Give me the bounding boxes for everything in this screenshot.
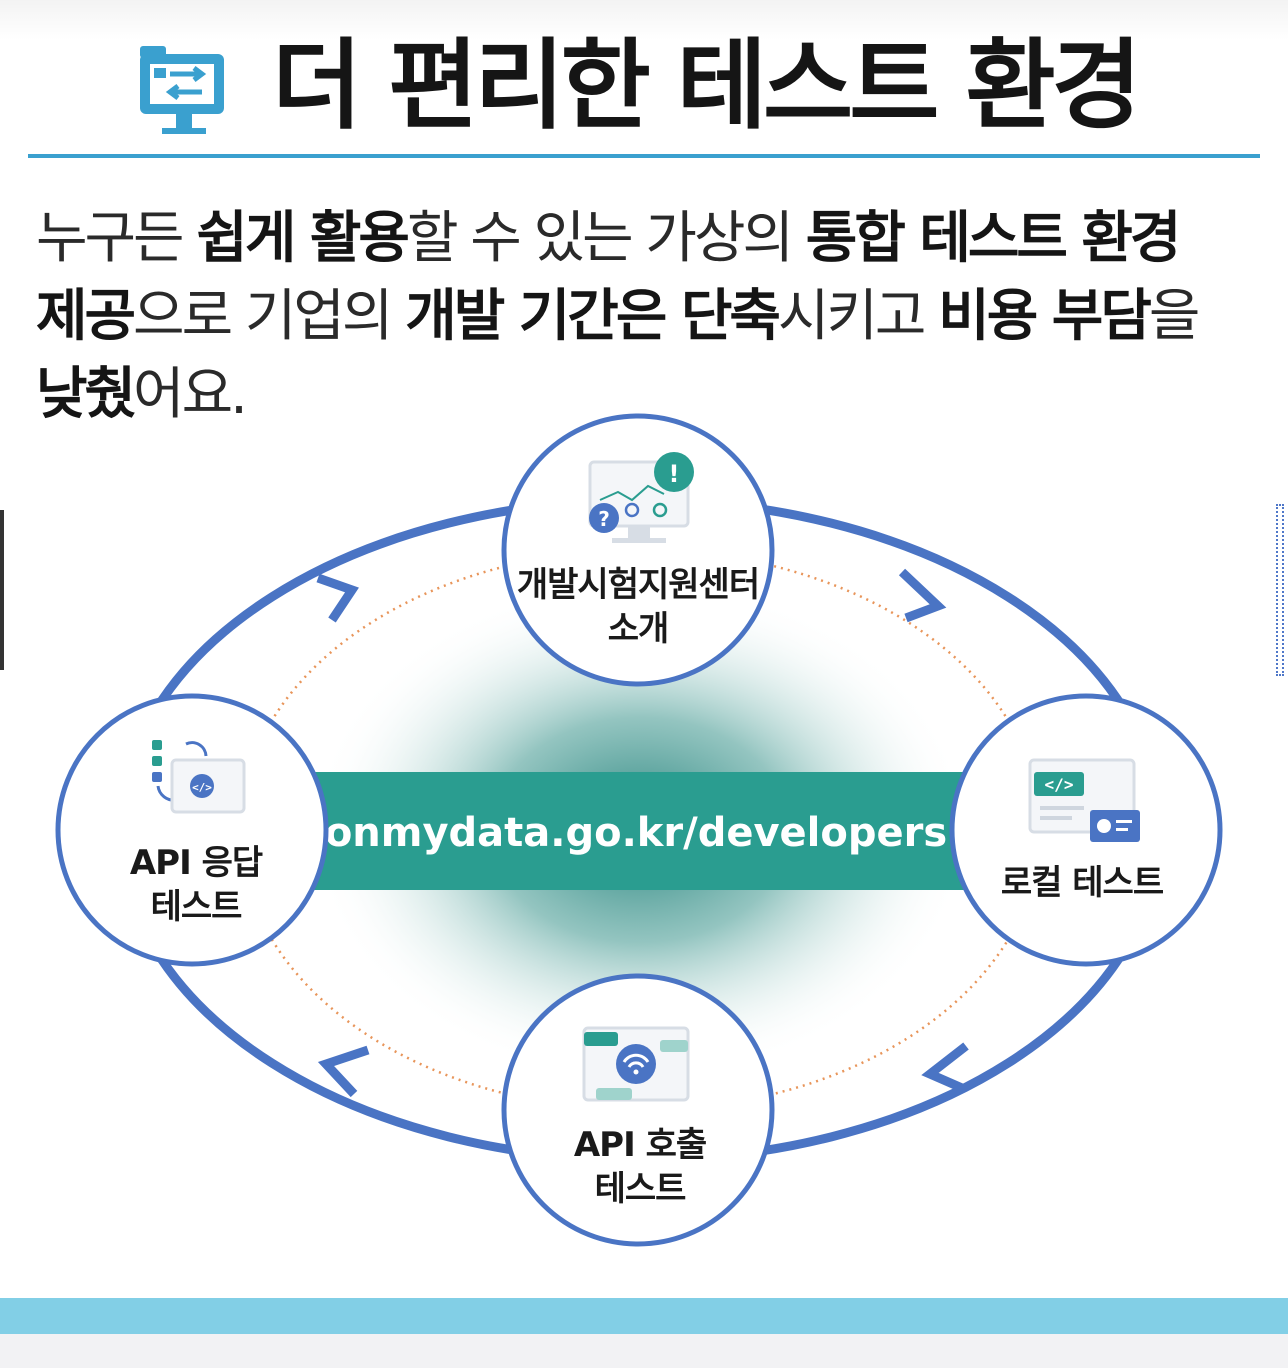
developer-url: onmydata.go.kr/developers — [325, 810, 947, 856]
scroll-edge-marker — [0, 510, 4, 670]
node-left-label-1: API 응답 — [130, 843, 263, 883]
node-bottom-label-1: API 호출 — [574, 1125, 706, 1165]
cycle-arrow-icon — [326, 1050, 368, 1094]
footer-band — [0, 1298, 1288, 1334]
svg-text:</>: </> — [192, 781, 212, 794]
selection-handle[interactable] — [1276, 504, 1284, 676]
node-right: </> 로컬 테스트 — [952, 696, 1220, 964]
node-top: ! ? 개발시험지원센터 소개 — [504, 416, 772, 684]
cycle-arrow-icon — [318, 578, 352, 620]
svg-text:?: ? — [598, 507, 610, 531]
node-bottom-label-2: 테스트 — [595, 1169, 687, 1209]
node-bottom: API 호출 테스트 — [504, 976, 772, 1244]
node-top-label-1: 개발시험지원센터 — [517, 565, 759, 605]
node-right-label: 로컬 테스트 — [1001, 863, 1164, 903]
node-left-label-2: 테스트 — [151, 887, 243, 927]
node-left: </> API 응답 테스트 — [58, 696, 326, 964]
cycle-arrow-icon — [902, 572, 938, 618]
cycle-arrow-icon — [930, 1046, 966, 1088]
svg-text:</>: </> — [1045, 775, 1074, 794]
svg-text:!: ! — [669, 460, 680, 488]
node-top-label-2: 소개 — [608, 609, 669, 649]
footer-margin — [0, 1334, 1288, 1368]
wifi-window-icon — [584, 1028, 688, 1100]
code-window-icon: </> — [1030, 760, 1140, 842]
